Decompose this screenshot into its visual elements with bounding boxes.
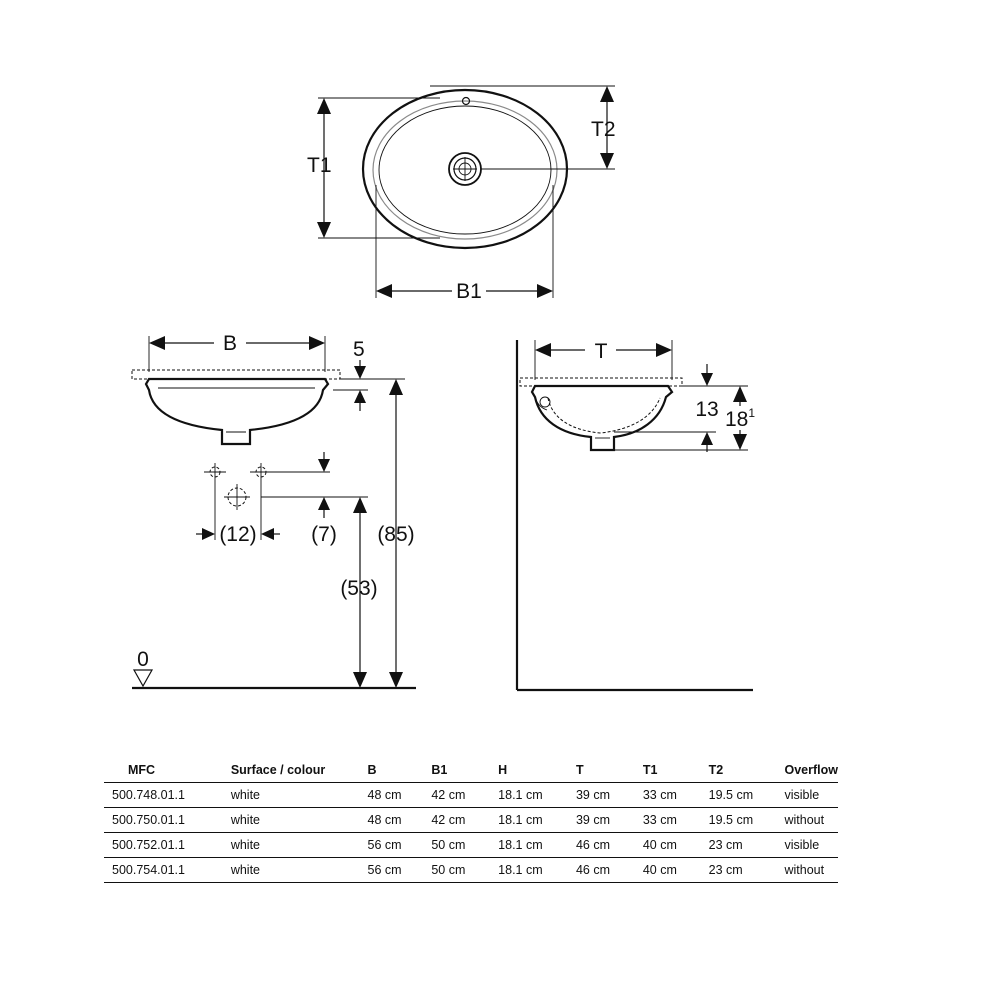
- dim-label-53: (53): [340, 577, 377, 600]
- col-header-mfc: MFC: [104, 758, 231, 783]
- cell-surface: white: [230, 832, 368, 858]
- cell-b: 48 cm: [367, 782, 432, 808]
- dim-label-18: 181: [725, 406, 755, 431]
- cell-t: 46 cm: [575, 857, 643, 883]
- cell-b1: 50 cm: [431, 832, 499, 858]
- dim-label-t1: T1: [307, 154, 332, 177]
- cell-surface: white: [230, 857, 368, 883]
- col-header-surface: Surface / colour: [230, 758, 368, 783]
- cell-t2: 23 cm: [708, 832, 785, 858]
- level-label-0: 0: [137, 648, 149, 671]
- dim-label-12: (12): [219, 523, 256, 546]
- table-header-row: MFC Surface / colour B B1 H T T1 T2 Over…: [104, 758, 838, 783]
- drain-outlet-crosshair-icon: [224, 484, 250, 510]
- table-row: 500.750.01.1 white 48 cm 42 cm 18.1 cm 3…: [104, 807, 838, 833]
- dim-label-5: 5: [353, 338, 365, 361]
- countertop-outline: [131, 369, 341, 380]
- dim-label-t2: T2: [591, 118, 616, 141]
- cell-t2: 19.5 cm: [708, 807, 785, 833]
- cell-t2: 23 cm: [708, 857, 785, 883]
- cell-t2: 19.5 cm: [708, 782, 785, 808]
- col-header-overflow: Overflow: [784, 758, 838, 783]
- cell-overflow: visible: [784, 782, 838, 808]
- cell-t1: 40 cm: [642, 857, 709, 883]
- dim-label-85: (85): [377, 523, 414, 546]
- cell-b: 56 cm: [367, 857, 432, 883]
- side-view: T 13 181: [515, 340, 755, 692]
- basin-front-section: [144, 377, 330, 446]
- cell-overflow: without: [784, 857, 838, 883]
- col-header-b1: B1: [431, 758, 499, 783]
- cell-h: 18.1 cm: [498, 857, 576, 883]
- dim-label-b: B: [223, 332, 237, 355]
- tap-crosshair-icon: [204, 463, 226, 481]
- cell-t: 39 cm: [575, 782, 643, 808]
- cell-h: 18.1 cm: [498, 782, 576, 808]
- col-header-t: T: [575, 758, 643, 783]
- cell-overflow: visible: [784, 832, 838, 858]
- col-header-h: H: [498, 758, 576, 783]
- table-row: 500.752.01.1 white 56 cm 50 cm 18.1 cm 4…: [104, 832, 838, 858]
- cell-mfc: 500.752.01.1: [104, 832, 231, 858]
- level-marker-icon: [132, 669, 154, 688]
- specification-table: MFC Surface / colour B B1 H T T1 T2 Over…: [104, 758, 838, 883]
- dim-label-7: (7): [311, 523, 337, 546]
- front-view: B 5 (12): [131, 332, 416, 690]
- cell-h: 18.1 cm: [498, 832, 576, 858]
- col-header-t2: T2: [708, 758, 785, 783]
- cell-t: 46 cm: [575, 832, 643, 858]
- cell-b: 56 cm: [367, 832, 432, 858]
- cell-mfc: 500.748.01.1: [104, 782, 231, 808]
- side-countertop-outline: [519, 377, 683, 387]
- basin-inner-rim: [372, 100, 558, 240]
- technical-drawing: T1 T2 B1 B: [131, 85, 755, 692]
- cell-t1: 33 cm: [642, 807, 709, 833]
- cell-b: 48 cm: [367, 807, 432, 833]
- table-row: 500.754.01.1 white 56 cm 50 cm 18.1 cm 4…: [104, 857, 838, 883]
- cell-b1: 50 cm: [431, 857, 499, 883]
- cell-t1: 33 cm: [642, 782, 709, 808]
- cell-mfc: 500.750.01.1: [104, 807, 231, 833]
- overflow-channel: [539, 396, 551, 408]
- dim-label-t: T: [595, 340, 608, 363]
- top-view: T1 T2 B1: [307, 85, 616, 303]
- cell-mfc: 500.754.01.1: [104, 857, 231, 883]
- col-header-b: B: [367, 758, 432, 783]
- cell-t: 39 cm: [575, 807, 643, 833]
- basin-bowl-edge: [378, 105, 552, 235]
- table-row: 500.748.01.1 white 48 cm 42 cm 18.1 cm 3…: [104, 782, 838, 808]
- cell-b1: 42 cm: [431, 782, 499, 808]
- overflow-hole: [461, 96, 471, 106]
- col-header-t1: T1: [642, 758, 709, 783]
- cell-t1: 40 cm: [642, 832, 709, 858]
- cell-h: 18.1 cm: [498, 807, 576, 833]
- drain-icon: [448, 152, 482, 186]
- dim-label-13: 13: [695, 398, 718, 421]
- dim-label-18-superscript: 1: [748, 406, 755, 420]
- cell-b1: 42 cm: [431, 807, 499, 833]
- cell-surface: white: [230, 807, 368, 833]
- cell-surface: white: [230, 782, 368, 808]
- basin-side-section: [530, 384, 674, 452]
- cell-overflow: without: [784, 807, 838, 833]
- dim-label-b1: B1: [456, 280, 482, 303]
